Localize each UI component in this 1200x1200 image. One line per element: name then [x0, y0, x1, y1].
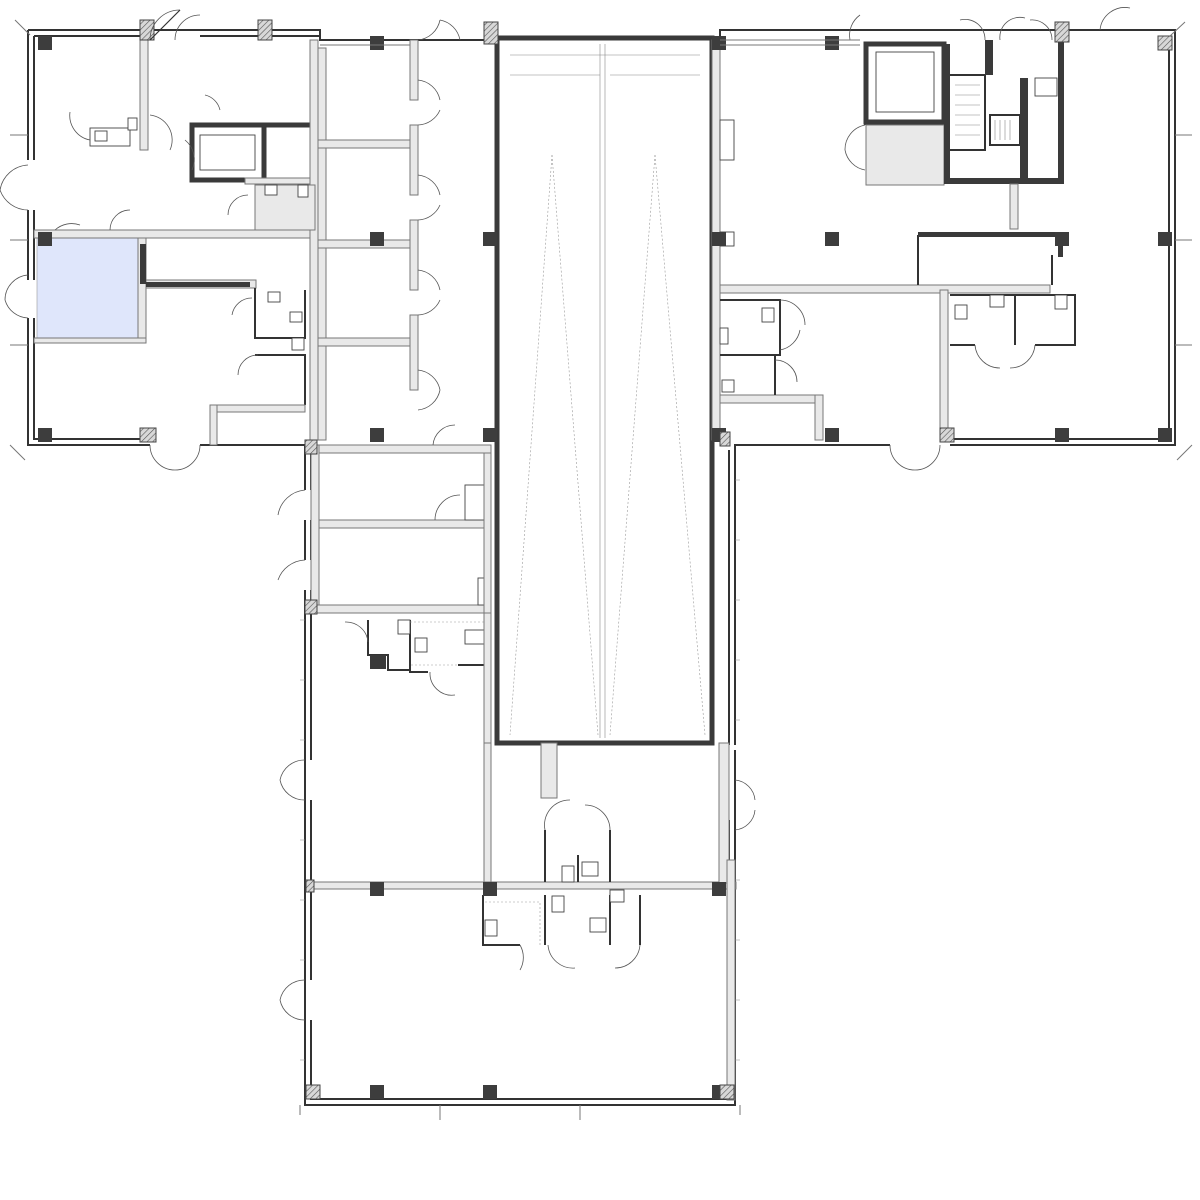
windows: [9, 19, 1193, 1120]
highlighted-room[interactable]: [36, 237, 139, 339]
doors: [0, 7, 1131, 1021]
structural-columns: [38, 19, 1173, 1100]
interior-walls: [33, 39, 1076, 1101]
atrium: [494, 35, 715, 746]
